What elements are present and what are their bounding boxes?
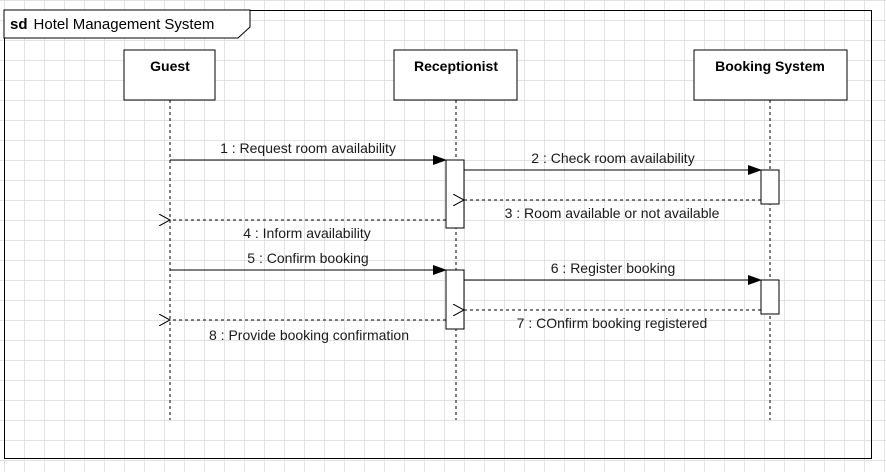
activation-receptionist-2 [445, 269, 465, 330]
lifeline-booking-system-name: Booking System [715, 58, 825, 74]
message-8-label: 8 : Provide booking confirmation [209, 327, 409, 343]
message-1: 1 : Request room availability [170, 140, 447, 165]
activation-booking-system-1 [760, 169, 780, 205]
sequence-frame [4, 10, 872, 459]
message-6-label: 6 : Register booking [551, 260, 676, 276]
lifeline-guest-name: Guest [150, 58, 190, 74]
message-5-label: 5 : Confirm booking [247, 250, 368, 266]
lifeline-guest: Guest [123, 49, 216, 420]
message-7: 7 : COnfirm booking registered [464, 310, 761, 331]
message-1-label: 1 : Request room availability [220, 140, 396, 156]
message-2: 2 : Check room availability [464, 150, 762, 175]
message-3-label: 3 : Room available or not available [505, 205, 720, 221]
message-6: 6 : Register booking [464, 260, 762, 285]
frame-keyword: sd [10, 16, 28, 33]
activation-receptionist-1 [445, 159, 465, 229]
activation-booking-system-2 [760, 279, 780, 315]
message-3: 3 : Room available or not available [464, 200, 761, 221]
message-5: 5 : Confirm booking [170, 250, 447, 275]
lifeline-receptionist: Receptionist [393, 49, 518, 420]
frame-title: Hotel Management System [34, 16, 215, 33]
message-2-label: 2 : Check room availability [531, 150, 694, 166]
lifeline-receptionist-name: Receptionist [414, 58, 498, 74]
message-4-label: 4 : Inform availability [243, 225, 371, 241]
lifeline-booking-system: Booking System [693, 49, 848, 420]
message-7-label: 7 : COnfirm booking registered [517, 315, 708, 331]
message-4: 4 : Inform availability [170, 220, 446, 241]
message-8: 8 : Provide booking confirmation [170, 320, 446, 343]
frame-tab: sd Hotel Management System [3, 9, 251, 39]
